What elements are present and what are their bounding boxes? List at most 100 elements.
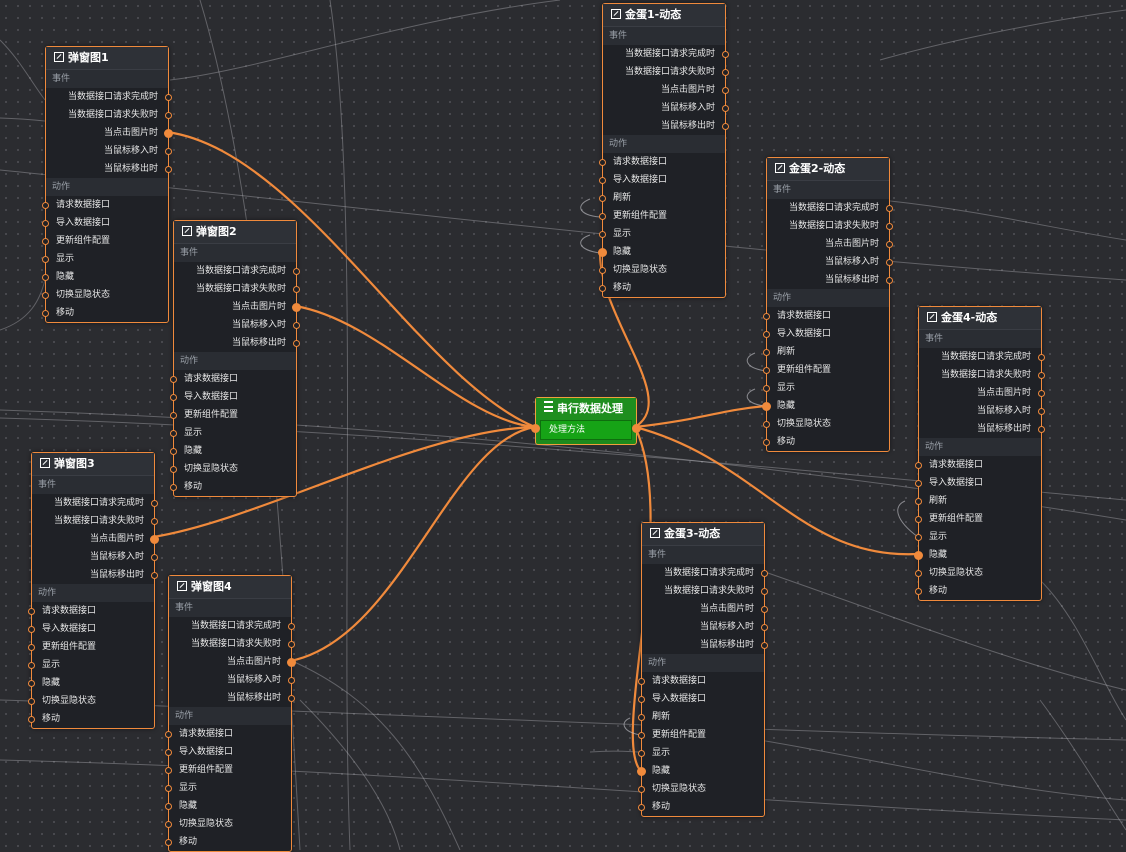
event-row[interactable]: 当数据接口请求失败时	[603, 63, 729, 81]
action-row[interactable]: 隐藏	[637, 762, 764, 780]
event-output-port[interactable]	[288, 623, 295, 630]
event-output-port[interactable]	[761, 642, 768, 649]
action-row[interactable]: 移动	[42, 304, 168, 322]
node-egg2[interactable]: 金蛋2-动态事件当数据接口请求完成时当数据接口请求失败时当点击图片时当鼠标移入时…	[762, 157, 893, 452]
event-output-port[interactable]	[165, 112, 172, 119]
action-input-port[interactable]	[165, 731, 172, 738]
action-input-port[interactable]	[170, 448, 177, 455]
action-input-port[interactable]	[599, 213, 606, 220]
event-row[interactable]: 当点击图片时	[169, 653, 296, 671]
action-row[interactable]: 更新组件配置	[915, 510, 1041, 528]
event-row[interactable]: 当数据接口请求完成时	[603, 45, 729, 63]
action-row[interactable]: 请求数据接口	[915, 456, 1041, 474]
action-row[interactable]: 移动	[165, 833, 291, 851]
action-row[interactable]: 隐藏	[165, 797, 291, 815]
action-input-port[interactable]	[28, 626, 35, 633]
action-input-port[interactable]	[638, 804, 645, 811]
event-output-port[interactable]	[1038, 408, 1045, 415]
event-row[interactable]: 当数据接口请求失败时	[642, 582, 768, 600]
event-output-port[interactable]	[886, 277, 893, 284]
event-output-port[interactable]	[288, 641, 295, 648]
action-row[interactable]: 更新组件配置	[170, 406, 296, 424]
action-row[interactable]: 请求数据接口	[638, 672, 764, 690]
action-input-port[interactable]	[170, 376, 177, 383]
action-input-port[interactable]	[638, 714, 645, 721]
action-input-port[interactable]	[915, 462, 922, 469]
event-row[interactable]: 当鼠标移入时	[642, 618, 768, 636]
action-input-port[interactable]	[42, 274, 49, 281]
action-row[interactable]: 显示	[170, 424, 296, 442]
event-output-port[interactable]	[293, 286, 300, 293]
action-row[interactable]: 请求数据接口	[170, 370, 296, 388]
event-output-port[interactable]	[886, 205, 893, 212]
action-row[interactable]: 隐藏	[762, 397, 889, 415]
action-input-port[interactable]	[28, 608, 35, 615]
action-input-port[interactable]	[915, 534, 922, 541]
action-row[interactable]: 显示	[599, 225, 725, 243]
event-row[interactable]: 当鼠标移入时	[174, 316, 300, 334]
event-row[interactable]: 当鼠标移出时	[169, 689, 295, 707]
action-input-port[interactable]	[28, 644, 35, 651]
action-input-port[interactable]	[599, 267, 606, 274]
action-input-port[interactable]	[599, 285, 606, 292]
node-egg3[interactable]: 金蛋3-动态事件当数据接口请求完成时当数据接口请求失败时当点击图片时当鼠标移入时…	[637, 522, 768, 817]
event-row[interactable]: 当鼠标移入时	[603, 99, 729, 117]
event-row[interactable]: 当鼠标移入时	[767, 253, 893, 271]
action-input-port[interactable]	[763, 421, 770, 428]
event-row[interactable]: 当点击图片时	[919, 384, 1045, 402]
event-row[interactable]: 当点击图片时	[32, 530, 159, 548]
event-row[interactable]: 当鼠标移出时	[32, 566, 158, 584]
event-output-port[interactable]	[164, 129, 173, 138]
action-input-port[interactable]	[42, 220, 49, 227]
action-row[interactable]: 显示	[638, 744, 764, 762]
action-row[interactable]: 移动	[763, 433, 889, 451]
action-row[interactable]: 切换显隐状态	[170, 460, 296, 478]
action-row[interactable]: 导入数据接口	[915, 474, 1041, 492]
action-row[interactable]: 请求数据接口	[42, 196, 168, 214]
action-input-port[interactable]	[28, 716, 35, 723]
action-row[interactable]: 更新组件配置	[599, 207, 725, 225]
event-output-port[interactable]	[1038, 372, 1045, 379]
action-input-port[interactable]	[915, 480, 922, 487]
event-output-port[interactable]	[288, 677, 295, 684]
event-output-port[interactable]	[761, 570, 768, 577]
action-row[interactable]: 刷新	[638, 708, 764, 726]
event-row[interactable]: 当数据接口请求完成时	[919, 348, 1045, 366]
event-row[interactable]: 当鼠标移出时	[919, 420, 1045, 438]
action-input-port[interactable]	[914, 551, 923, 560]
event-output-port[interactable]	[1038, 426, 1045, 433]
event-output-port[interactable]	[151, 518, 158, 525]
processor-output-port[interactable]	[632, 424, 641, 433]
event-output-port[interactable]	[722, 123, 729, 130]
action-input-port[interactable]	[170, 430, 177, 437]
action-row[interactable]: 刷新	[763, 343, 889, 361]
action-input-port[interactable]	[599, 231, 606, 238]
action-input-port[interactable]	[170, 394, 177, 401]
action-input-port[interactable]	[42, 202, 49, 209]
event-row[interactable]: 当点击图片时	[603, 81, 729, 99]
action-input-port[interactable]	[170, 412, 177, 419]
action-row[interactable]: 切换显隐状态	[42, 286, 168, 304]
action-input-port[interactable]	[170, 466, 177, 473]
event-row[interactable]: 当数据接口请求失败时	[32, 512, 158, 530]
action-row[interactable]: 显示	[165, 779, 291, 797]
event-output-port[interactable]	[165, 94, 172, 101]
action-row[interactable]: 导入数据接口	[638, 690, 764, 708]
action-input-port[interactable]	[915, 516, 922, 523]
event-row[interactable]: 当数据接口请求完成时	[169, 617, 295, 635]
action-input-port[interactable]	[42, 256, 49, 263]
node-egg4[interactable]: 金蛋4-动态事件当数据接口请求完成时当数据接口请求失败时当点击图片时当鼠标移入时…	[914, 306, 1045, 601]
event-row[interactable]: 当鼠标移出时	[767, 271, 893, 289]
action-row[interactable]: 移动	[638, 798, 764, 816]
event-row[interactable]: 当数据接口请求完成时	[32, 494, 158, 512]
event-row[interactable]: 当点击图片时	[642, 600, 768, 618]
event-output-port[interactable]	[165, 166, 172, 173]
action-row[interactable]: 请求数据接口	[28, 602, 154, 620]
action-row[interactable]: 导入数据接口	[599, 171, 725, 189]
action-row[interactable]: 切换显隐状态	[763, 415, 889, 433]
action-input-port[interactable]	[915, 588, 922, 595]
action-row[interactable]: 隐藏	[28, 674, 154, 692]
